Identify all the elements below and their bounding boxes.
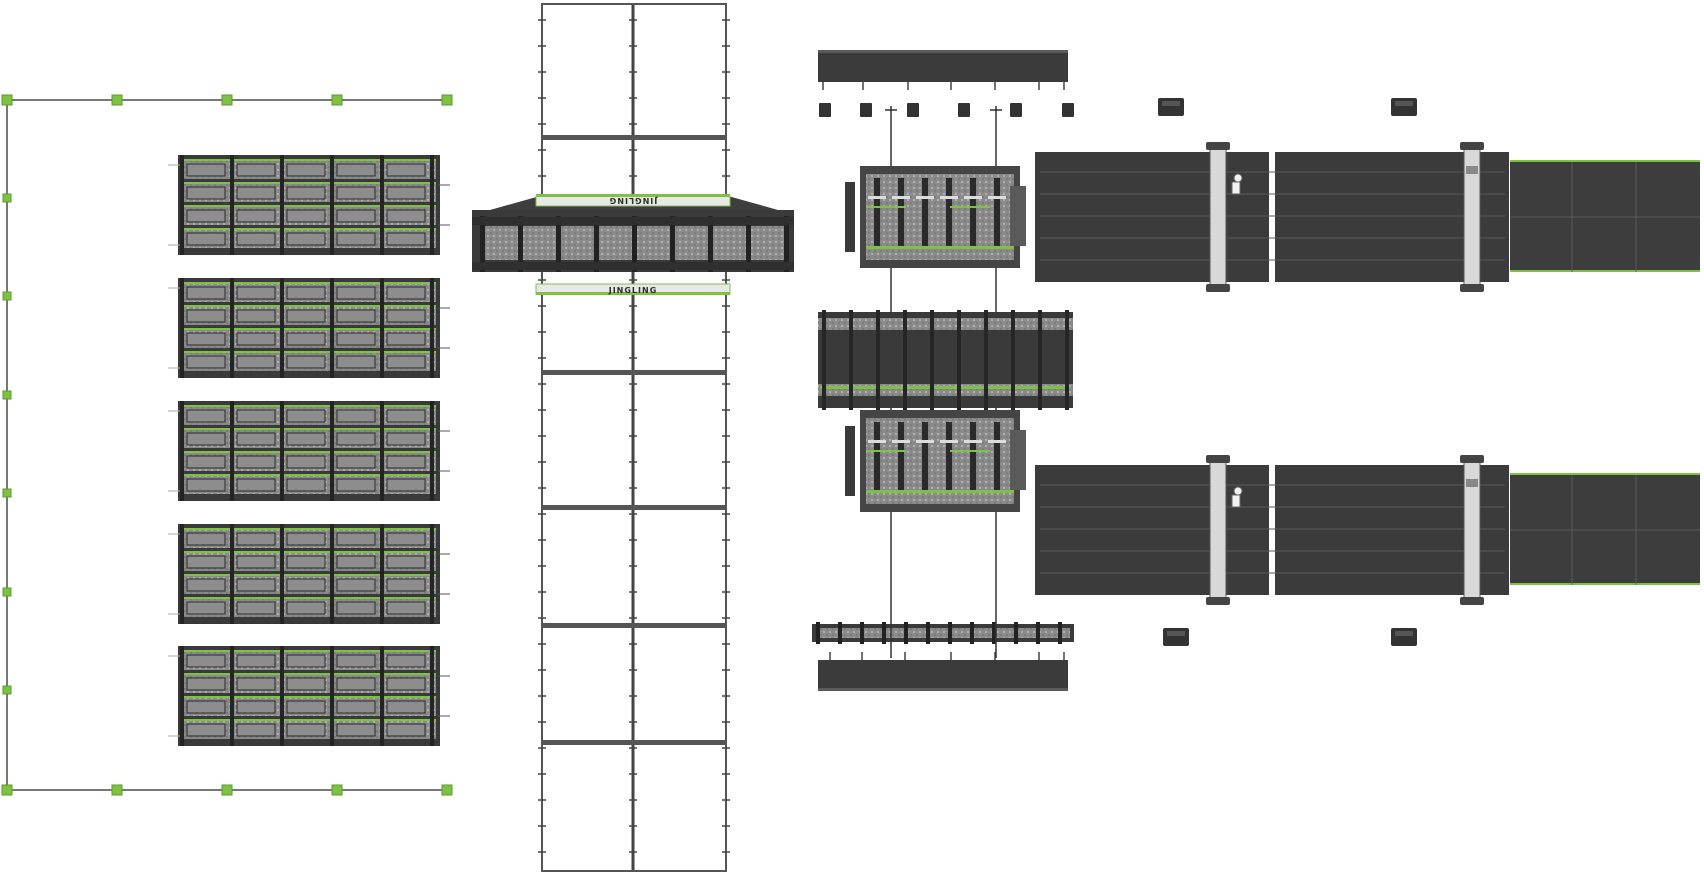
floor-box — [1391, 628, 1417, 646]
processing-table — [1035, 455, 1700, 605]
gantry-crossbar — [542, 135, 726, 140]
floor-box — [1158, 98, 1184, 116]
gantry-beam — [1463, 456, 1481, 604]
gantry-beam — [1463, 143, 1481, 291]
robot-cell — [845, 166, 1026, 268]
robot-cells — [845, 166, 1026, 512]
bottom-conveyor-bar — [818, 660, 1068, 691]
rack-block — [168, 646, 450, 746]
floor-box — [1391, 98, 1417, 116]
sensor-box — [1010, 103, 1022, 117]
operator-figure-icon — [1233, 486, 1243, 496]
gantry-beam — [1209, 143, 1227, 291]
top-conveyor-ticks — [822, 82, 1065, 90]
green-square-node-icon — [2, 587, 12, 597]
green-square-node-icon — [2, 488, 12, 498]
gantry-rail-ticks — [538, 19, 730, 853]
sensor-box — [819, 103, 831, 117]
bridge-loader-machine: JINGLING JINGLING — [472, 194, 794, 295]
green-square-node-icon — [2, 390, 12, 400]
green-square-node-icon — [331, 784, 343, 796]
sensor-box — [860, 103, 872, 117]
top-sensor-boxes — [819, 103, 1074, 117]
green-square-node-icon — [331, 94, 343, 106]
gantry-beam — [1209, 456, 1227, 604]
rack-block — [168, 278, 450, 378]
green-square-node-icon — [1, 784, 13, 796]
bottom-conveyor-ticks — [829, 652, 1065, 660]
processing-tables — [1035, 142, 1700, 605]
storage-racks — [168, 155, 450, 746]
gantry-crossbar — [542, 370, 726, 375]
gantry-crossbar — [542, 623, 726, 628]
top-conveyor-bar — [818, 50, 1068, 82]
gantry-crossbar — [542, 740, 726, 745]
green-square-node-icon — [441, 784, 453, 796]
green-square-node-icon — [221, 784, 233, 796]
bridge-top-label: JINGLING — [609, 196, 659, 205]
green-square-node-icon — [2, 291, 12, 301]
robot-cell — [845, 410, 1026, 512]
rack-block — [168, 401, 450, 501]
boundary-nodes — [1, 94, 453, 796]
green-square-node-icon — [2, 685, 12, 695]
green-square-node-icon — [111, 784, 123, 796]
green-square-node-icon — [221, 94, 233, 106]
sensor-box — [958, 103, 970, 117]
floor-control-boxes — [1158, 98, 1417, 646]
bridge-bottom-label: JINGLING — [608, 286, 658, 295]
middle-carrier — [818, 312, 1073, 408]
operator-figure-icon — [1233, 173, 1243, 183]
floor-box — [1163, 628, 1189, 646]
bottom-rail-strip — [812, 624, 1074, 642]
gantry-crossbars — [542, 135, 726, 745]
gantry-crossbar — [542, 505, 726, 510]
gantry-rail-frame — [541, 3, 727, 872]
bridge-posts — [480, 216, 789, 272]
processing-table — [1035, 142, 1700, 292]
rack-block — [168, 524, 450, 624]
sensor-box — [1062, 103, 1074, 117]
green-square-node-icon — [1, 94, 13, 106]
sensor-box — [907, 103, 919, 117]
middle-carrier-posts — [822, 310, 1069, 410]
rack-block — [168, 155, 450, 255]
green-square-node-icon — [441, 94, 453, 106]
bottom-strip-posts — [816, 622, 1062, 644]
green-square-node-icon — [111, 94, 123, 106]
green-square-node-icon — [2, 193, 12, 203]
